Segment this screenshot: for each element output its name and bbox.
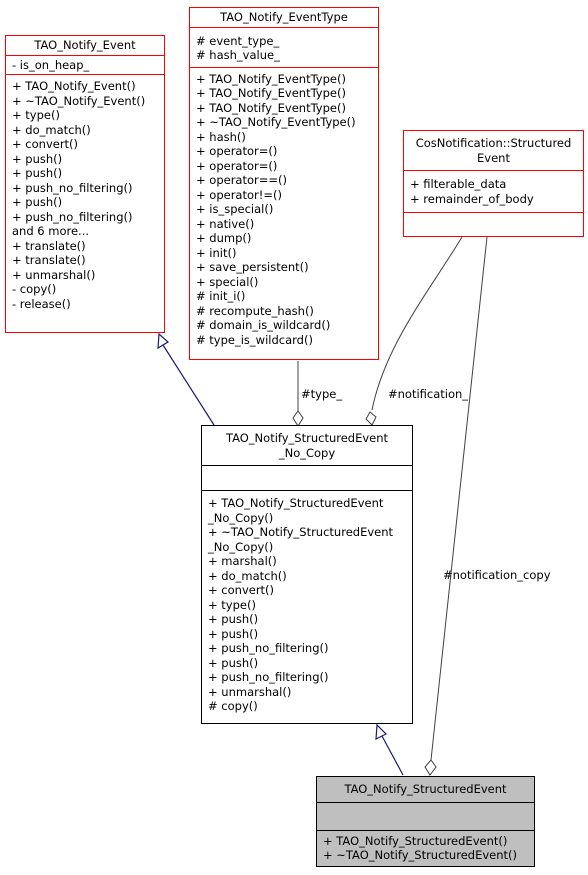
aggregation-diamond-notification-copy bbox=[424, 759, 437, 776]
method: - release() bbox=[12, 296, 71, 311]
class-name: TAO_Notify_EventType bbox=[220, 10, 348, 24]
aggregation-diamond-type bbox=[292, 410, 304, 427]
method: + ~TAO_Notify_EventType() bbox=[196, 115, 356, 129]
method: + unmarshal() bbox=[208, 684, 292, 699]
class-name: TAO_Notify_StructuredEvent bbox=[344, 782, 507, 796]
method: # copy() bbox=[208, 699, 258, 713]
class-tao-notify-structuredevent[interactable]: TAO_Notify_StructuredEvent + TAO_Notify_… bbox=[316, 776, 535, 867]
method: # domain_is_wildcard() bbox=[196, 318, 331, 332]
method: + init() bbox=[196, 245, 237, 260]
method: - copy() bbox=[12, 282, 57, 296]
method: and 6 more... bbox=[12, 224, 90, 238]
attribute: # event_type_ bbox=[196, 33, 280, 48]
method: + TAO_Notify_EventType() bbox=[196, 100, 346, 115]
method: + special() bbox=[196, 274, 259, 289]
method: # init_i() bbox=[196, 289, 246, 303]
method: + push() bbox=[208, 612, 259, 626]
method: + save_persistent() bbox=[196, 260, 309, 274]
inheritance-arrow-event bbox=[157, 332, 170, 350]
method: _No_Copy() bbox=[208, 510, 274, 525]
method: + ~TAO_Notify_Event() bbox=[12, 93, 146, 108]
attribute-section bbox=[317, 801, 534, 830]
method: + translate() bbox=[12, 238, 86, 253]
attribute-section bbox=[202, 465, 412, 490]
association-edge-notification-copy bbox=[430, 236, 488, 761]
method: + TAO_Notify_EventType() bbox=[196, 71, 346, 86]
method-section: + TAO_Notify_StructuredEvent() + ~TAO_No… bbox=[317, 829, 534, 865]
method: + TAO_Notify_StructuredEvent bbox=[208, 496, 384, 510]
method: # type_is_wildcard() bbox=[196, 332, 313, 347]
method: + type() bbox=[12, 108, 60, 122]
class-cosnotification-structuredevent[interactable]: CosNotification::Structured Event + filt… bbox=[403, 130, 584, 237]
method: + do_match() bbox=[12, 122, 91, 137]
method: + unmarshal() bbox=[12, 267, 96, 282]
class-tao-notify-event[interactable]: TAO_Notify_Event - is_on_heap_ + TAO_Not… bbox=[5, 35, 165, 333]
method: _No_Copy() bbox=[208, 539, 274, 554]
attribute: + filterable_data bbox=[410, 177, 507, 191]
class-tao-notify-structuredevent-no-copy[interactable]: TAO_Notify_StructuredEvent _No_Copy + TA… bbox=[201, 425, 413, 724]
method: + push_no_filtering() bbox=[12, 180, 133, 195]
class-tao-notify-eventtype[interactable]: TAO_Notify_EventType # event_type_ # has… bbox=[189, 7, 379, 360]
method: + push_no_filtering() bbox=[12, 209, 133, 224]
method: + marshal() bbox=[208, 554, 277, 568]
method: + ~TAO_Notify_StructuredEvent bbox=[208, 525, 394, 539]
class-name-line: _No_Copy bbox=[278, 445, 336, 460]
class-name: TAO_Notify_StructuredEvent _No_Copy bbox=[202, 426, 412, 465]
method: + operator=() bbox=[196, 144, 278, 158]
class-name-line: TAO_Notify_StructuredEvent bbox=[225, 431, 389, 445]
association-edge-notification bbox=[371, 236, 463, 411]
method: # recompute_hash() bbox=[196, 303, 314, 318]
edge-label-notification: #notification_ bbox=[388, 387, 469, 401]
method: + push() bbox=[12, 195, 63, 209]
attribute: - is_on_heap_ bbox=[12, 57, 90, 72]
method: + ~TAO_Notify_StructuredEvent() bbox=[323, 848, 517, 862]
method: + operator=() bbox=[196, 158, 278, 173]
method: + do_match() bbox=[208, 568, 287, 583]
class-name: TAO_Notify_Event bbox=[34, 38, 136, 52]
method-section: + TAO_Notify_StructuredEvent _No_Copy() … bbox=[202, 490, 412, 716]
inheritance-edge-no-copy bbox=[381, 735, 404, 776]
method: + push() bbox=[208, 626, 259, 641]
inheritance-arrow-no-copy bbox=[375, 723, 388, 741]
method-section: + TAO_Notify_EventType() + TAO_Notify_Ev… bbox=[190, 66, 378, 350]
method: + convert() bbox=[12, 137, 79, 151]
method: + TAO_Notify_StructuredEvent() bbox=[323, 833, 508, 848]
method: + dump() bbox=[196, 231, 252, 245]
aggregation-diamond-notification bbox=[365, 411, 377, 426]
class-name-line: CosNotification::Structured bbox=[415, 136, 572, 150]
method: + TAO_Notify_Event() bbox=[12, 79, 136, 93]
class-name-line: Event bbox=[477, 150, 510, 165]
method: + push_no_filtering() bbox=[208, 670, 329, 684]
method: + push_no_filtering() bbox=[208, 641, 329, 655]
method-section bbox=[404, 212, 583, 241]
method: + hash() bbox=[196, 129, 246, 144]
attribute: + remainder_of_body bbox=[410, 191, 534, 206]
method: + TAO_Notify_EventType() bbox=[196, 86, 346, 100]
attribute-section: + filterable_data + remainder_of_body bbox=[404, 170, 583, 212]
method: + convert() bbox=[208, 583, 275, 597]
method: + translate() bbox=[12, 253, 86, 267]
method: + is_special() bbox=[196, 202, 274, 216]
method: + operator==() bbox=[196, 173, 287, 187]
edge-label-notification-copy: #notification_copy bbox=[443, 568, 551, 582]
method: + native() bbox=[196, 216, 255, 231]
method: + push() bbox=[12, 151, 63, 166]
edge-label-type: #type_ bbox=[301, 387, 343, 401]
method-section: + TAO_Notify_Event() + ~TAO_Notify_Event… bbox=[6, 74, 164, 313]
method: + push() bbox=[12, 166, 63, 180]
attribute: # hash_value_ bbox=[196, 48, 280, 62]
class-name: CosNotification::Structured Event bbox=[404, 131, 583, 170]
method: + operator!=() bbox=[196, 187, 282, 202]
attribute-section: - is_on_heap_ bbox=[6, 54, 164, 75]
attribute-section: # event_type_ # hash_value_ bbox=[190, 26, 378, 67]
inheritance-edge-event bbox=[162, 344, 215, 426]
method: + type() bbox=[208, 597, 256, 612]
method: + push() bbox=[208, 655, 259, 670]
